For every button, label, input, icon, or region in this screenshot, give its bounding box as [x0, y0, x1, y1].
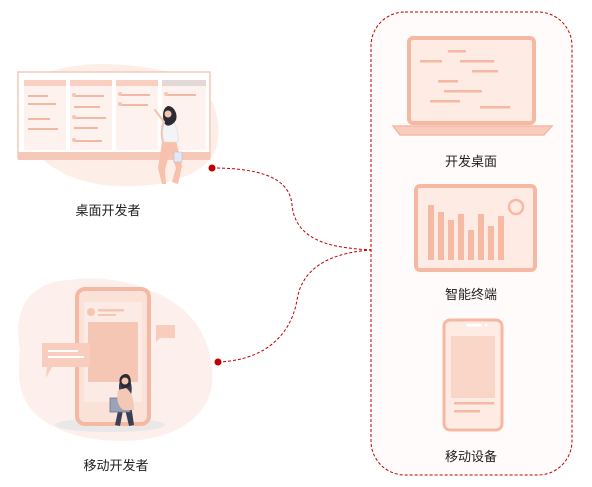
device-label-desktop: 开发桌面	[444, 155, 497, 170]
mobile-developer-label: 移动开发者	[83, 459, 149, 474]
mobile-phone-icon	[442, 318, 504, 432]
smart-terminal-icon	[414, 184, 537, 272]
connector-dot-desktop	[208, 164, 216, 172]
connector-desktop	[211, 167, 373, 251]
desktop-developer-label: 桌面开发者	[75, 204, 141, 219]
laptop-icon	[391, 36, 554, 136]
device-label-mobile: 移动设备	[444, 450, 497, 465]
connector-dot-mobile	[214, 358, 222, 366]
connector-mobile	[217, 249, 373, 363]
device-label-terminal: 智能终端	[444, 288, 497, 303]
